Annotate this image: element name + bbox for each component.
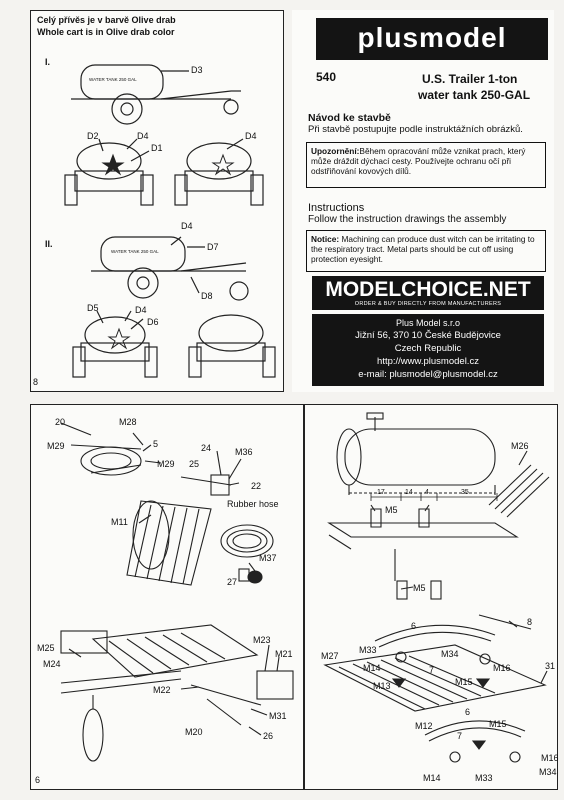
part-label-m16a: M16 bbox=[493, 663, 511, 673]
part-label-m25: M25 bbox=[37, 643, 55, 653]
kit-title-line1: U.S. Trailer 1-ton bbox=[422, 72, 518, 86]
part-label-m11: M11 bbox=[111, 517, 128, 527]
part-label-20: 20 bbox=[55, 417, 66, 427]
page-number-6: 6 bbox=[35, 775, 41, 785]
en-heading: Instructions bbox=[308, 202, 365, 214]
tank-springs-drawing bbox=[323, 412, 550, 763]
company-address: Jižní 56, 370 10 České Budějovice bbox=[355, 330, 501, 341]
company-email-link[interactable]: e-mail: plusmodel@plusmodel.cz bbox=[358, 369, 498, 380]
part-label-m15b: M15 bbox=[489, 719, 507, 729]
part-label-26: 26 bbox=[263, 731, 274, 741]
en-notice-label: Notice: bbox=[311, 234, 340, 244]
part-label-m29b: M29 bbox=[157, 459, 175, 469]
part-label-d4b: D4 bbox=[245, 131, 257, 141]
cz-notice-label: Upozornění: bbox=[311, 146, 360, 156]
part-label-m26: M26 bbox=[511, 441, 529, 451]
trailer-profile-drawings bbox=[64, 64, 276, 378]
part-label-d4d: D4 bbox=[135, 305, 147, 315]
assembly-page-6: 6 bbox=[30, 404, 304, 790]
part-label-m13: M13 bbox=[373, 681, 391, 691]
part-label-8: 8 bbox=[527, 617, 533, 627]
part-label-25: 25 bbox=[189, 459, 200, 469]
part-label-m37: M37 bbox=[259, 553, 277, 563]
part-label-d4a: D4 bbox=[137, 131, 149, 141]
part-label-d6: D6 bbox=[147, 317, 159, 327]
color-note-en: Whole cart is in Olive drab color bbox=[37, 27, 175, 37]
part-label-31: 31 bbox=[545, 661, 556, 671]
part-label-27: 27 bbox=[227, 577, 238, 587]
company-country: Czech Republic bbox=[394, 343, 462, 354]
part-label-d8: D8 bbox=[201, 291, 213, 301]
modelchoice-logo: MODELCHOICE.NET ORDER & BUY DIRECTLY FRO… bbox=[312, 276, 544, 310]
assembly-page-7: M26 17 14 4 35 M5 M5 8 6 M33 M34 M27 M14… bbox=[304, 404, 559, 790]
part-label-m22: M22 bbox=[153, 685, 171, 695]
part-label-7b: 7 bbox=[457, 731, 463, 741]
color-note-cz: Celý přívěs je v barvě Olive drab bbox=[37, 15, 176, 25]
part-label-m33b: M33 bbox=[475, 773, 493, 783]
part-label-m5a: M5 bbox=[385, 505, 398, 515]
rubber-hose-label: Rubber hose bbox=[227, 499, 279, 509]
color-guide-panel: Celý přívěs je v barvě Olive drab Whole … bbox=[30, 10, 284, 392]
part-label-m34a: M34 bbox=[441, 649, 459, 659]
part-label-6b: 6 bbox=[465, 707, 471, 717]
part-label-d3: D3 bbox=[191, 65, 203, 75]
title-block-panel: plusmodel 540 U.S. Trailer 1-ton water t… bbox=[292, 10, 554, 392]
dim-label-35: 35 bbox=[461, 489, 469, 496]
part-label-m31: M31 bbox=[269, 711, 287, 721]
part-label-d4c: D4 bbox=[181, 221, 193, 231]
cz-notice-text: Během opracování může vznikat prach, kte… bbox=[311, 146, 526, 176]
part-label-22: 22 bbox=[251, 481, 262, 491]
company-web-link[interactable]: http://www.plusmodel.cz bbox=[377, 356, 479, 367]
step-2-label: II. bbox=[45, 239, 53, 249]
modelchoice-tagline: ORDER & BUY DIRECTLY FROM MANUFACTURERS bbox=[354, 301, 502, 307]
step-1-label: I. bbox=[45, 57, 51, 67]
part-label-d5: D5 bbox=[87, 303, 99, 313]
part-label-d7: D7 bbox=[207, 242, 219, 252]
dim-label-14: 14 bbox=[405, 489, 413, 496]
cz-heading: Návod ke stavbě bbox=[308, 112, 391, 124]
part-label-m29a: M29 bbox=[47, 441, 65, 451]
part-label-m21: M21 bbox=[275, 649, 293, 659]
en-notice-text: Machining can produce dust witch can be … bbox=[311, 234, 535, 264]
contact-box: Plus Model s.r.o Jižní 56, 370 10 České … bbox=[312, 314, 544, 386]
part-label-m28: M28 bbox=[119, 417, 137, 427]
plusmodel-logo: plusmodel bbox=[316, 18, 548, 60]
stencil-text-1: WATER TANK 250 GAL bbox=[89, 77, 137, 82]
part-label-m14a: M14 bbox=[363, 663, 381, 673]
part-label-m14b: M14 bbox=[423, 773, 441, 783]
part-label-m24: M24 bbox=[43, 659, 61, 669]
part-label-m5b: M5 bbox=[413, 583, 426, 593]
part-label-m12: M12 bbox=[415, 721, 433, 731]
dim-label-17: 17 bbox=[377, 489, 385, 496]
part-label-m15a: M15 bbox=[455, 677, 473, 687]
company-name: Plus Model s.r.o bbox=[395, 318, 461, 328]
part-label-m36: M36 bbox=[235, 447, 253, 457]
kit-number: 540 bbox=[316, 70, 337, 84]
cz-notice-box: Upozornění:Během opracování může vznikat… bbox=[306, 142, 546, 188]
part-label-m20: M20 bbox=[185, 727, 203, 737]
en-text: Follow the instruction drawings the asse… bbox=[308, 214, 507, 225]
cz-text: Při stavbě postupujte podle instruktážní… bbox=[308, 124, 523, 135]
part-label-5: 5 bbox=[153, 439, 159, 449]
dim-label-4: 4 bbox=[425, 489, 429, 496]
part-label-6a: 6 bbox=[411, 621, 417, 631]
part-label-24: 24 bbox=[201, 443, 212, 453]
part-label-m27: M27 bbox=[321, 651, 339, 661]
part-label-d1: D1 bbox=[151, 143, 163, 153]
part-label-7a: 7 bbox=[429, 665, 435, 675]
page-number-8: 8 bbox=[33, 377, 39, 387]
chassis-assembly-drawing bbox=[60, 422, 294, 762]
kit-title-line2: water tank 250-GAL bbox=[418, 88, 531, 102]
part-label-m33a: M33 bbox=[359, 645, 377, 655]
part-label-m16b: M16 bbox=[541, 753, 559, 763]
part-label-m34b: M34 bbox=[539, 767, 557, 777]
stencil-text-2: WATER TANK 250 GAL bbox=[111, 249, 159, 254]
part-label-d2: D2 bbox=[87, 131, 99, 141]
brand-name: plusmodel bbox=[357, 22, 507, 53]
part-label-m23: M23 bbox=[253, 635, 271, 645]
en-notice-box: Notice: Machining can produce dust witch… bbox=[306, 230, 546, 272]
modelchoice-text: MODELCHOICE.NET bbox=[325, 278, 531, 301]
